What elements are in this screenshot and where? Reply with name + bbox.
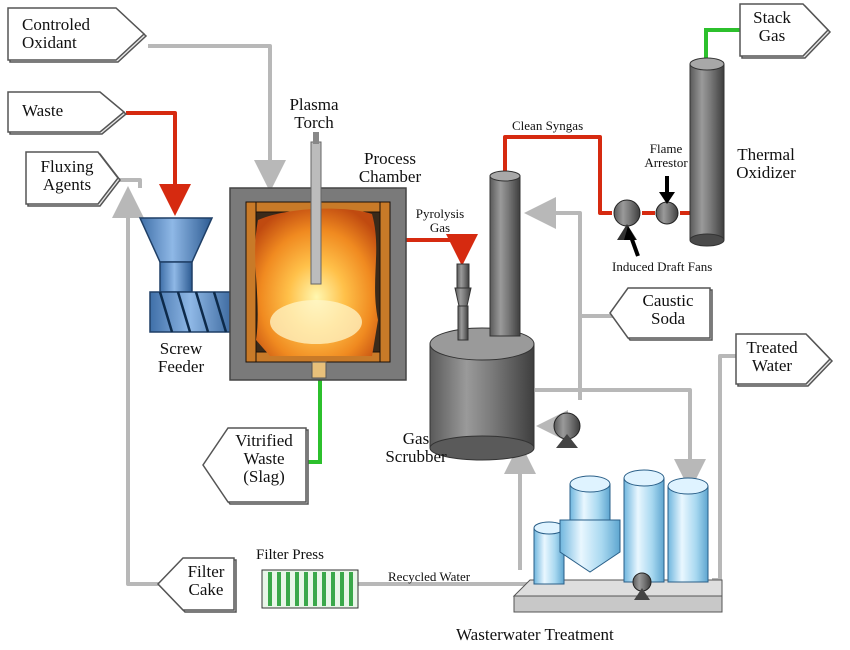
- hot-gas-lines: [126, 111, 690, 266]
- scrubber-pump: [553, 412, 581, 448]
- treated-water-label: Treated Water: [746, 338, 798, 375]
- flame-arrestor-label: Flame Arrestor: [644, 141, 688, 170]
- controlled-oxidant-label: Controled Oxidant: [22, 15, 90, 52]
- process-chamber: [229, 132, 407, 381]
- filter-cake-label: Filter Cake: [187, 562, 225, 599]
- clean-syngas-label: Clean Syngas: [512, 118, 584, 133]
- thermal-oxidizer: [689, 57, 725, 247]
- caustic-soda-label: Caustic Soda: [642, 291, 694, 328]
- waste-label: Waste: [22, 101, 64, 120]
- fans-arrestor: [613, 176, 679, 257]
- filter-press-label: Filter Press: [256, 547, 324, 563]
- process-chamber-label: Process Chamber: [358, 149, 422, 186]
- wastewater-treatment: [512, 469, 723, 613]
- recycled-water-label: Recycled Water: [388, 569, 471, 584]
- filter-press: [261, 569, 359, 609]
- screw-feeder: [138, 217, 247, 333]
- pyrolysis-gas-label: Pyrolysis Gas: [415, 206, 465, 235]
- label-arrows: [7, 3, 834, 613]
- gas-scrubber-label: Gas Scrubber: [385, 429, 447, 466]
- plasma-torch-label: Plasma Torch: [289, 95, 339, 132]
- induced-draft-fans-label: Induced Draft Fans: [612, 259, 713, 274]
- wastewater-treatment-label: Wasterwater Treatment: [456, 625, 614, 644]
- thermal-oxidizer-label: Thermal Oxidizer: [736, 145, 796, 182]
- fluxing-agents-label: Fluxing Agents: [40, 157, 94, 194]
- green-lines: [307, 28, 740, 464]
- vitrified-waste-label: Vitrified Waste (Slag): [235, 431, 293, 486]
- gas-scrubber: [429, 170, 535, 461]
- stack-gas-label: Stack Gas: [753, 8, 791, 45]
- screw-feeder-label: Screw Feeder: [157, 339, 205, 376]
